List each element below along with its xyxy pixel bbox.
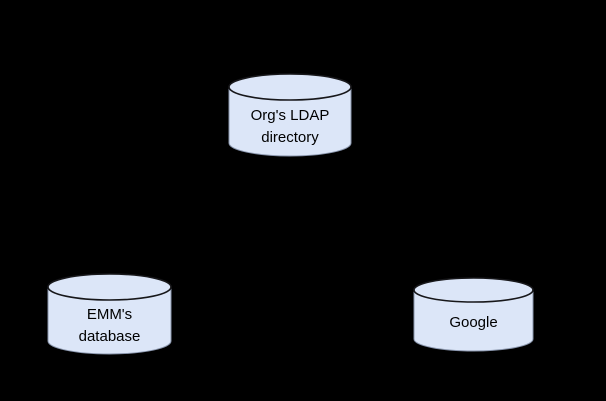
database-cylinder-icon (47, 273, 172, 355)
database-cylinder-icon (413, 277, 534, 352)
node-google[interactable]: Google (413, 277, 534, 352)
database-cylinder-icon (228, 73, 352, 157)
